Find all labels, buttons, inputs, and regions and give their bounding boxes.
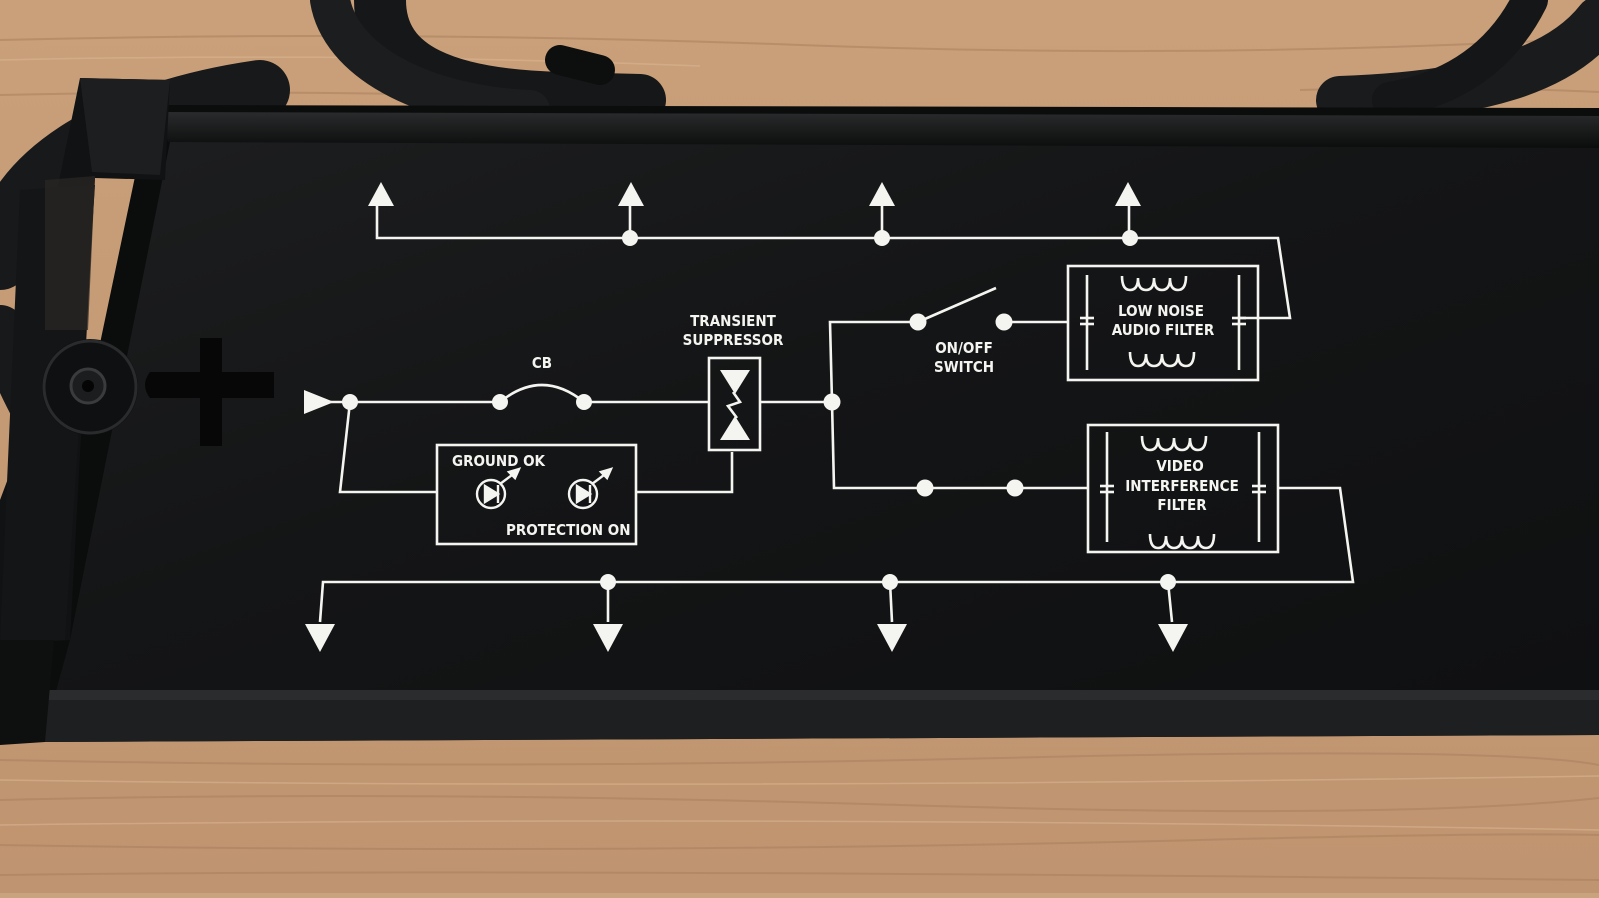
inductor-icon bbox=[1148, 533, 1216, 550]
inductor-icon bbox=[1140, 435, 1208, 452]
mounting-keyhole bbox=[42, 338, 274, 446]
junction-dots bbox=[342, 230, 1176, 590]
switch-label-1: ON/OFF bbox=[935, 339, 993, 357]
video-filter-label-3: FILTER bbox=[1157, 496, 1207, 514]
inductor-icon bbox=[1128, 351, 1196, 368]
power-strip-body bbox=[0, 78, 1599, 745]
schematic-labels: CB TRANSIENT SUPPRESSOR GROUND OK PROTEC… bbox=[452, 302, 1239, 539]
video-filter-block bbox=[1086, 423, 1280, 554]
video-filter-label-1: VIDEO bbox=[1156, 457, 1203, 475]
audio-filter-block bbox=[1066, 264, 1260, 382]
protection-on-label: PROTECTION ON bbox=[506, 521, 631, 539]
transient-label-2: SUPPRESSOR bbox=[683, 331, 784, 349]
cb-label: CB bbox=[532, 354, 552, 372]
input-arrow-icon bbox=[304, 390, 334, 414]
audio-filter-label-1: LOW NOISE bbox=[1118, 302, 1204, 320]
switch-label-2: SWITCH bbox=[934, 358, 994, 376]
transient-label-1: TRANSIENT bbox=[690, 312, 777, 330]
transient-suppressor-symbol bbox=[707, 356, 762, 452]
video-filter-label-2: INTERFERENCE bbox=[1125, 477, 1239, 495]
audio-filter-label-2: AUDIO FILTER bbox=[1112, 321, 1215, 339]
led-protection-icon bbox=[567, 467, 614, 510]
ground-ok-label: GROUND OK bbox=[452, 452, 546, 470]
led-ground-icon bbox=[475, 467, 522, 510]
inductor-icon bbox=[1120, 275, 1188, 292]
indicator-box bbox=[435, 443, 638, 546]
